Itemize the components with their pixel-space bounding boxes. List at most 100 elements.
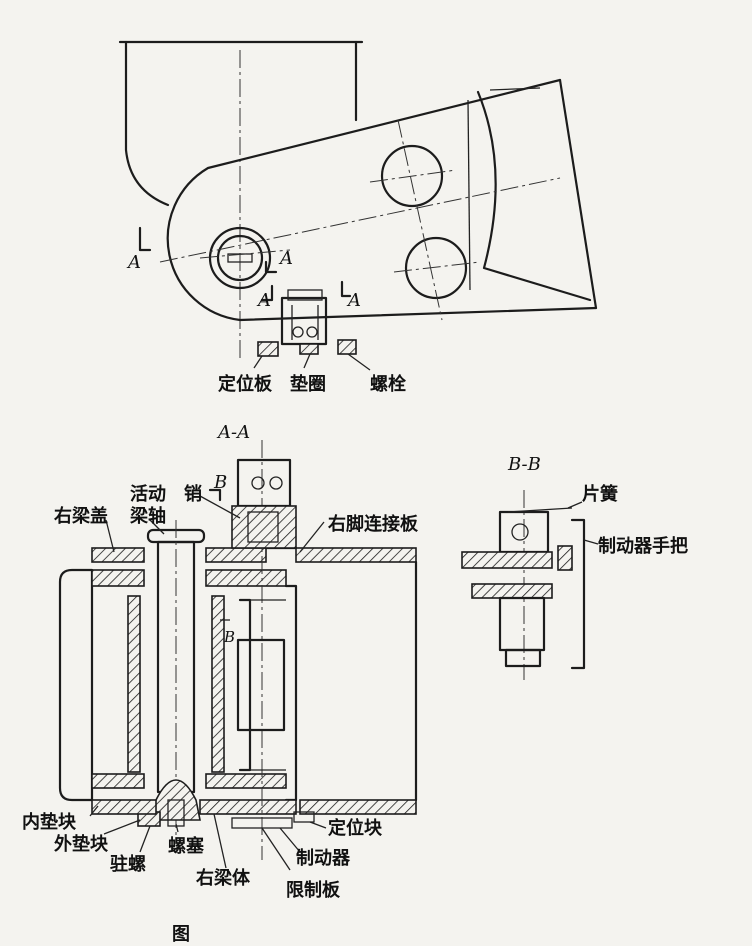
section-b-lower-letter: B <box>223 628 235 646</box>
section-b-b: B-B 片簧 制动器手把 <box>461 454 688 680</box>
section-a-low-letter: A <box>256 290 271 311</box>
label-stud-screw: 驻螺 <box>110 853 146 875</box>
section-mark-a-low <box>260 284 274 302</box>
label-locating-block: 定位块 <box>328 817 383 839</box>
label-screw-plug: 螺塞 <box>168 835 205 857</box>
bottom-plate-right <box>299 799 417 815</box>
leader-washer <box>303 353 311 369</box>
pivot-centerline <box>199 249 291 259</box>
leader-limit-plate <box>261 827 291 871</box>
locating-plate-part <box>257 341 279 357</box>
pivot-inner-circle <box>216 234 264 282</box>
section-mark-b <box>208 488 222 502</box>
pin-hole-2 <box>269 476 283 490</box>
holes-centerline <box>397 119 443 321</box>
label-outer-pad: 外垫块 <box>54 833 109 855</box>
clip-top <box>287 289 323 301</box>
label-pin: 销 <box>184 483 202 505</box>
brake-handle-part <box>570 518 586 670</box>
leader-plug <box>175 823 179 833</box>
b-column-base <box>504 648 542 668</box>
outer-casing-right <box>284 584 298 802</box>
label-limit-plate: 限制板 <box>286 879 341 901</box>
leader-bolt <box>347 353 371 371</box>
label-right-beam-body: 右梁体 <box>196 867 251 889</box>
brake-column-left <box>238 598 252 772</box>
label-movable-shaft-2: 梁轴 <box>129 505 166 527</box>
inner-layer-top-right <box>205 569 287 587</box>
inner-layer-bottom-left <box>91 773 145 789</box>
clip-hole-1 <box>292 326 304 338</box>
right-beam-cover-right <box>205 547 267 563</box>
pin-block <box>231 505 297 549</box>
label-bolt: 螺栓 <box>370 373 406 395</box>
washer-part <box>299 343 319 355</box>
leader-brake <box>279 827 301 853</box>
section-mark-a-left <box>138 226 152 252</box>
figure-caption: 图 <box>172 924 190 945</box>
section-a-right-letter: A <box>278 248 293 269</box>
label-leaf-spring: 片簧 <box>582 483 618 505</box>
b-lower-plate <box>471 583 553 599</box>
arm-inner-line <box>467 99 471 291</box>
section-b-b-title: B-B <box>507 454 541 475</box>
arm-centerline <box>159 177 561 263</box>
leader-right-leg <box>299 521 325 553</box>
pivot-outer-circle <box>208 226 272 290</box>
arm-cutout-top <box>489 87 541 91</box>
inner-layer-bottom-right <box>205 773 287 789</box>
wall-left <box>127 595 141 773</box>
outer-casing-left <box>58 568 94 802</box>
label-inner-pad: 内垫块 <box>22 811 77 833</box>
leader-beam-body <box>213 813 227 869</box>
hole-lower-hline <box>393 261 481 273</box>
top-view: A A A A 定位板 垫圈 螺栓 <box>118 40 598 395</box>
leader-locating-block <box>309 821 327 829</box>
label-movable-shaft-1: 活动 <box>130 483 166 505</box>
leaf-spring-part <box>507 507 573 513</box>
leader-pin <box>199 495 241 519</box>
leader-leaf-spring <box>567 501 583 509</box>
right-leg-plate <box>295 547 417 563</box>
bolt-hole-upper <box>380 144 444 208</box>
leader-outer-pad <box>103 819 141 835</box>
brake-body <box>236 638 286 732</box>
arm-upper-edge <box>166 78 562 322</box>
label-right-beam-cover: 右梁盖 <box>54 505 108 527</box>
clip-body <box>280 296 328 346</box>
label-brake: 制动器 <box>296 848 351 869</box>
bolt-part <box>337 339 357 355</box>
wall-right <box>211 595 225 773</box>
label-right-leg-plate: 右脚连接板 <box>328 513 419 535</box>
label-locating-plate: 定位板 <box>218 373 273 395</box>
bottom-plate-mid <box>199 799 297 815</box>
leader-stud <box>139 825 151 853</box>
section-a-low-r-letter: A <box>346 290 361 311</box>
section-mark-a-low-r <box>340 280 352 298</box>
right-beam-cover-left <box>91 547 145 563</box>
arm-lower-edge <box>238 306 598 322</box>
inner-layer-top-left <box>91 569 145 587</box>
leader-right-beam-cover <box>105 519 115 553</box>
b-hole <box>511 523 529 541</box>
b-handle-block <box>557 545 573 571</box>
label-washer: 垫圈 <box>290 373 326 395</box>
section-b-letter: B <box>213 472 227 493</box>
pin-hole-1 <box>251 476 265 490</box>
leader-shaft <box>149 519 165 535</box>
pin-core <box>247 511 279 543</box>
b-lower-column <box>498 596 546 652</box>
hole-upper-hline <box>369 169 457 183</box>
section-mark-a-right <box>264 260 278 274</box>
arm-cutout <box>476 90 592 302</box>
bottom-plate-left <box>91 799 157 815</box>
clip-hole-2 <box>306 326 318 338</box>
section-a-a-title: A-A <box>216 422 250 443</box>
section-a-left-letter: A <box>126 252 141 273</box>
label-brake-handle: 制动器手把 <box>598 535 688 557</box>
leader-inner-pad <box>89 805 99 817</box>
arm-end-edge <box>558 78 598 310</box>
bolt-hole-lower <box>404 236 468 300</box>
